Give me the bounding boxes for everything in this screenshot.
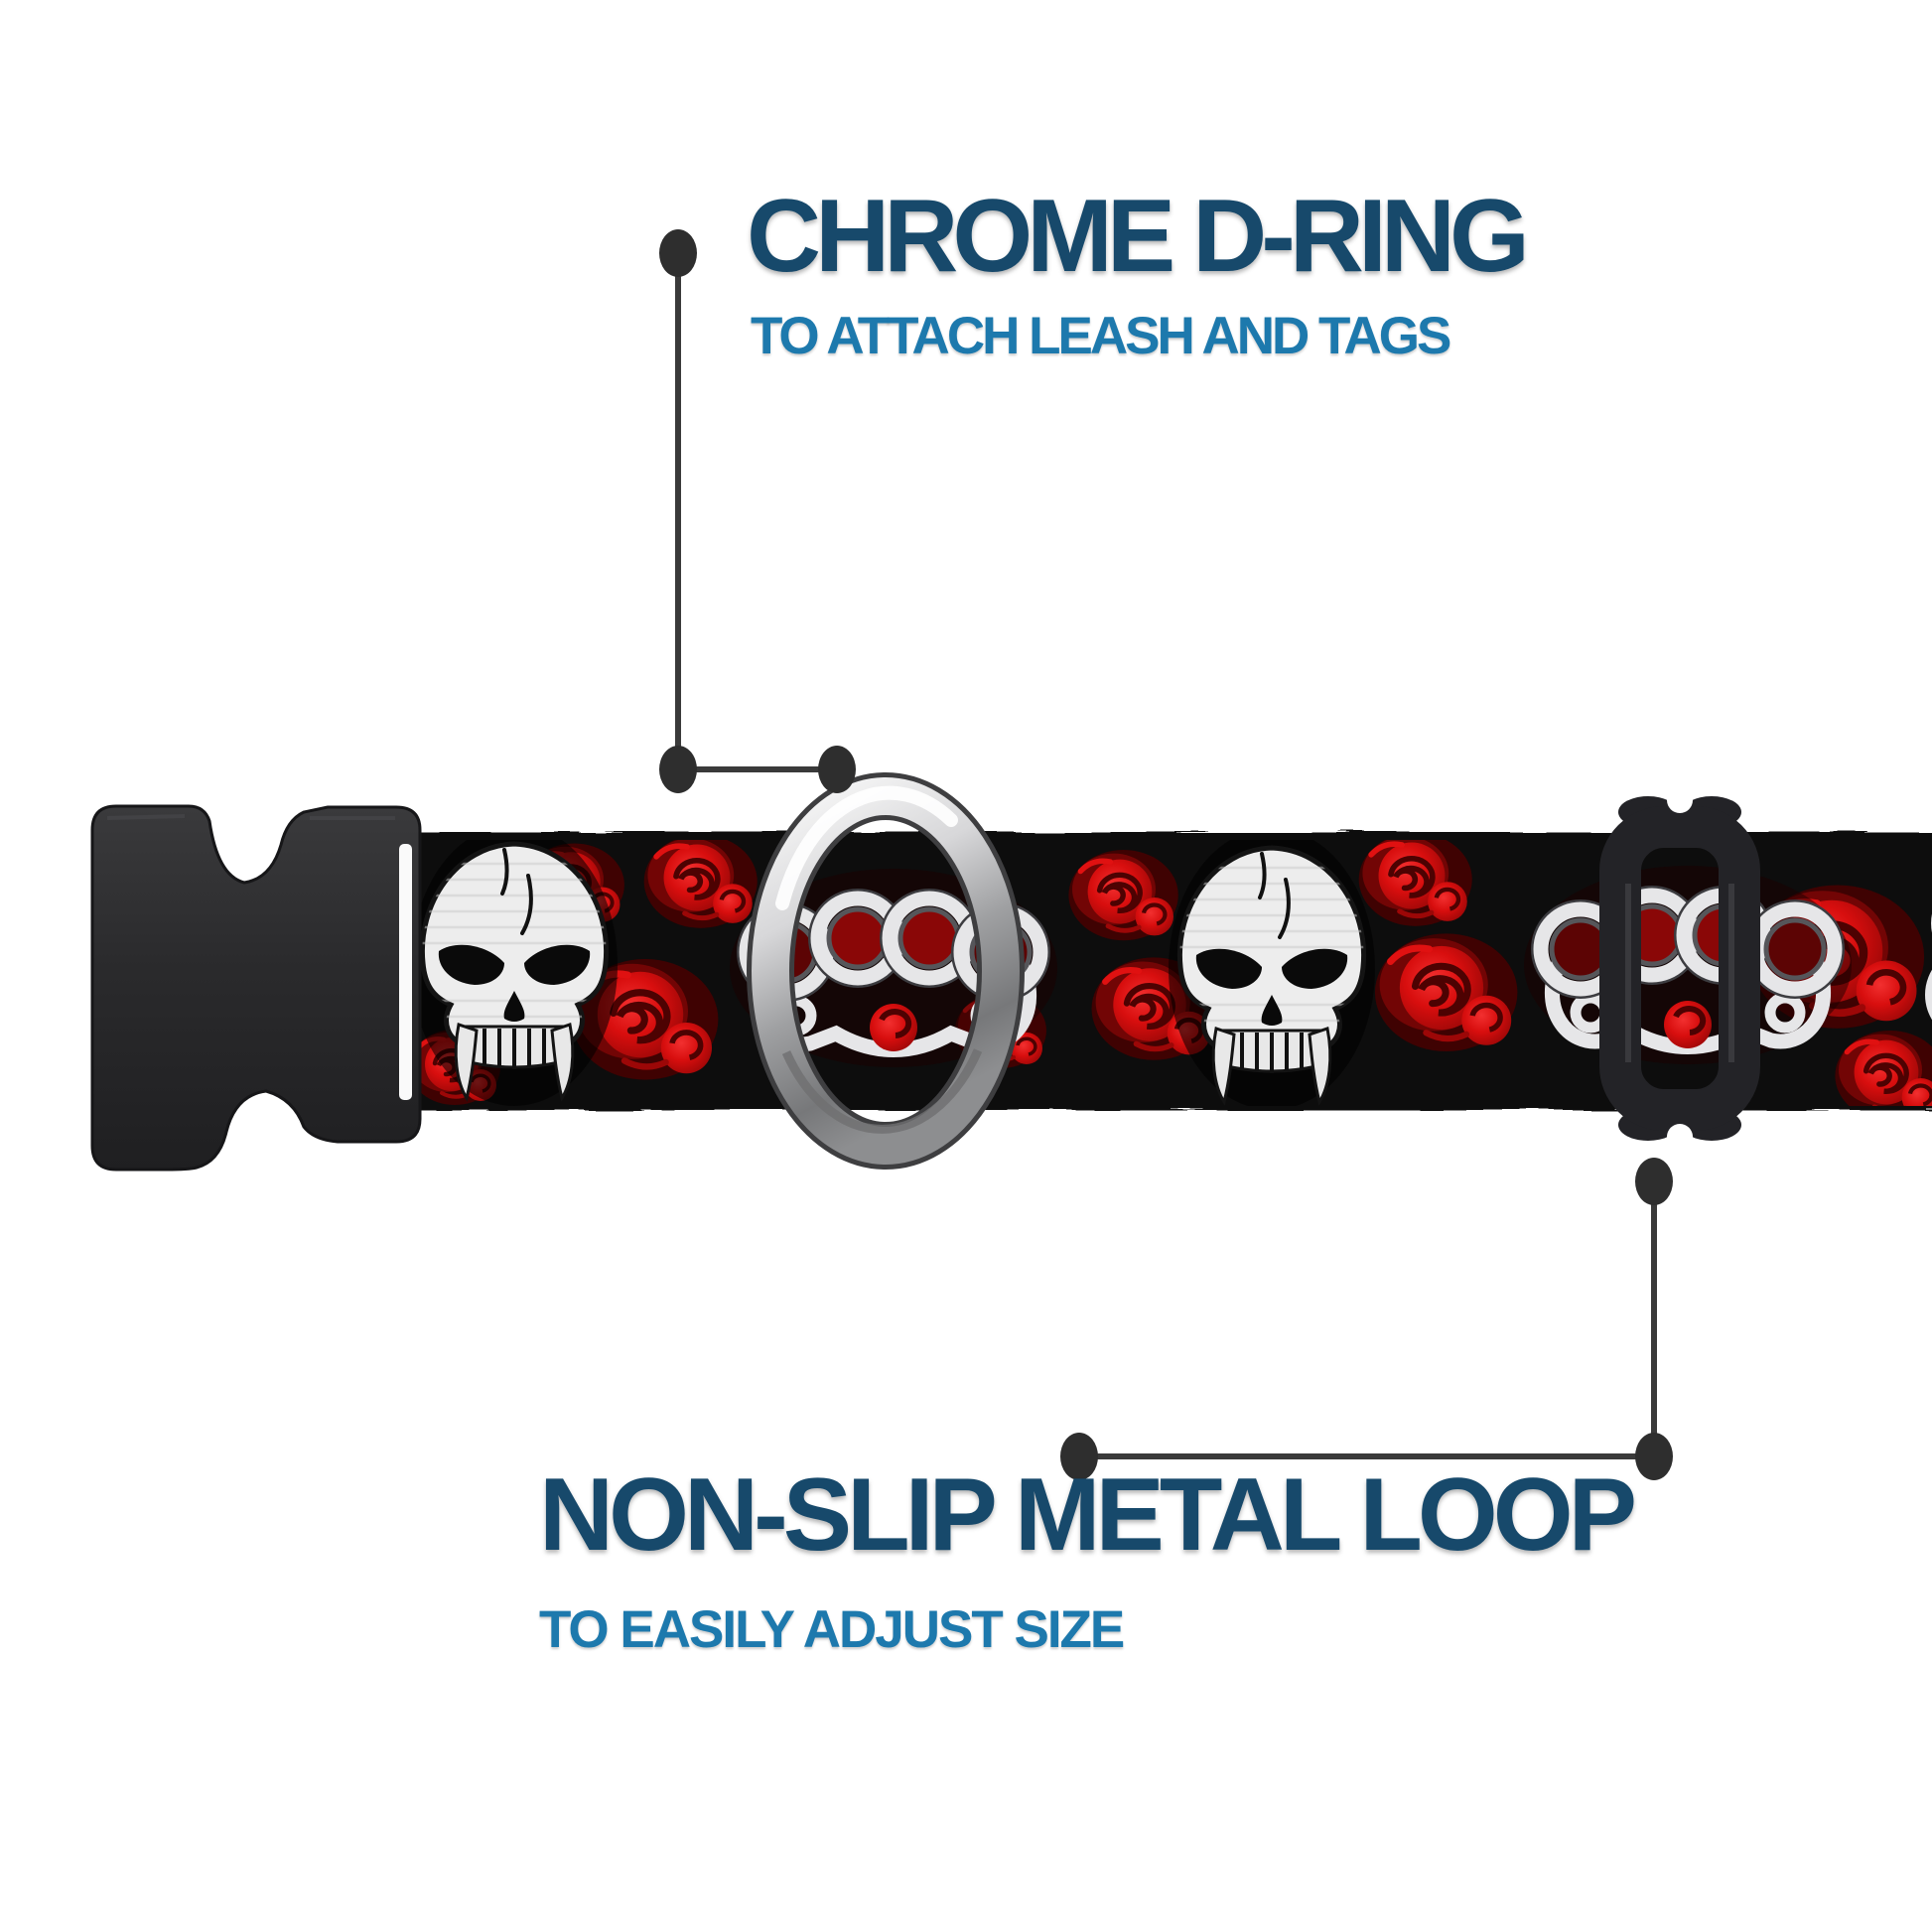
chrome-d-ring (747, 772, 1025, 1170)
top-callout-leader (675, 253, 837, 772)
bottom-callout-dots (1060, 1158, 1673, 1480)
top-callout-dots (659, 229, 856, 793)
bottom-callout-subtitle: TO EASILY ADJUST SIZE (539, 1600, 1125, 1659)
bottom-callout-leader (1079, 1181, 1657, 1459)
non-slip-metal-loop (1599, 787, 1760, 1150)
rose-motif (1359, 833, 1472, 926)
bottom-callout-title: NON-SLIP METAL LOOP (539, 1457, 1637, 1573)
rose-motif (1375, 933, 1518, 1051)
brass-knuckles-motif (1524, 866, 1852, 1064)
collar-webbing (405, 824, 1932, 1110)
skull-motif (1169, 828, 1375, 1110)
side-release-buckle (90, 804, 422, 1172)
top-callout-title: CHROME D-RING (747, 179, 1530, 294)
buckle-slot-gap (399, 844, 412, 1100)
rose-motif (1068, 850, 1177, 940)
top-callout-subtitle: TO ATTACH LEASH AND TAGS (751, 307, 1451, 365)
rose-motif (644, 835, 758, 928)
skull-motif (411, 824, 618, 1106)
